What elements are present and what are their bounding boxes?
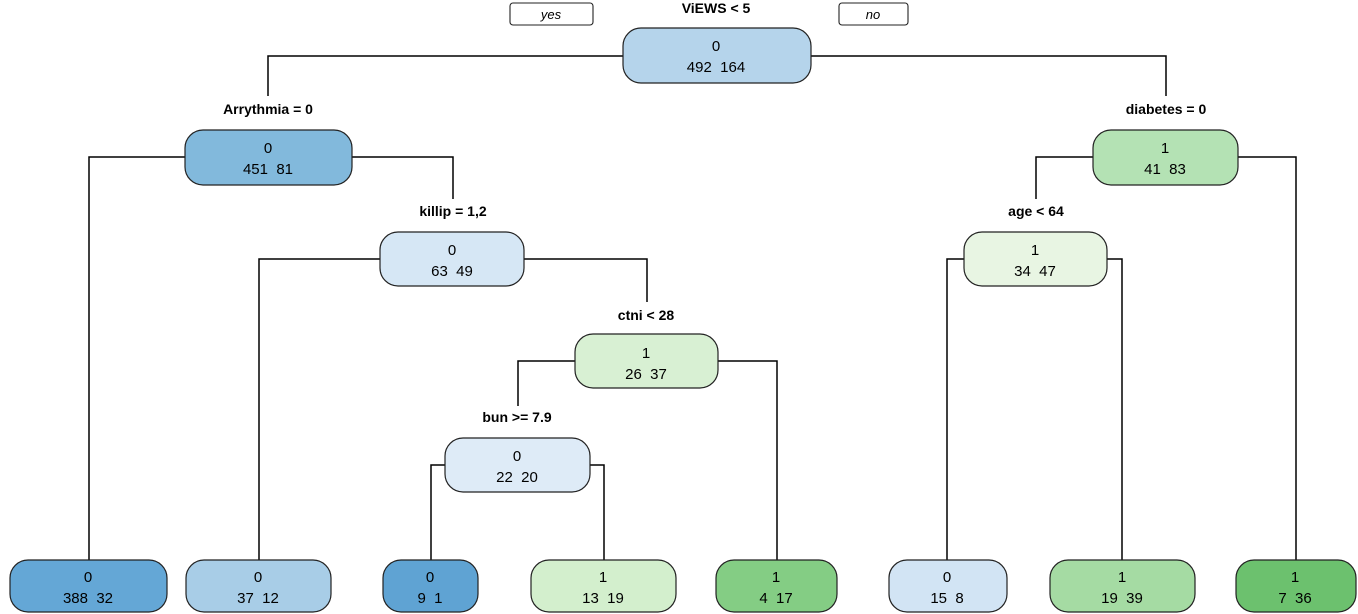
node-ctni-counts: 26 37 — [625, 366, 667, 383]
node-bun-counts: 22 20 — [496, 469, 538, 486]
leaf-node-1-counts: 388 32 — [63, 590, 113, 607]
leaf-node-5: 1 4 17 — [715, 559, 838, 613]
node-ctni-class: 1 — [642, 345, 650, 362]
leaf-node-5-class: 1 — [772, 569, 780, 586]
edge-killip-leaf2 — [258, 258, 380, 560]
tree-edges — [88, 55, 1297, 560]
split-label-ctni: ctni < 28 — [618, 307, 675, 323]
node-age: 1 34 47 — [963, 231, 1108, 287]
leaf-node-1: 0 388 32 — [9, 559, 168, 613]
leaf-node-4-counts: 13 19 — [582, 590, 624, 607]
node-killip: 0 63 49 — [379, 231, 525, 287]
leaf-node-6-counts: 15 8 — [930, 590, 963, 607]
node-arrythmia-class: 0 — [264, 140, 272, 157]
leaf-node-1-class: 0 — [84, 569, 92, 586]
split-label-age: age < 64 — [1008, 203, 1064, 219]
leaf-node-8-class: 1 — [1291, 569, 1299, 586]
leaf-node-4-class: 1 — [599, 569, 607, 586]
node-age-counts: 34 47 — [1014, 263, 1056, 280]
no-label: no — [838, 2, 909, 26]
leaf-node-2-class: 0 — [254, 569, 262, 586]
edge-arrythmia-killip — [352, 156, 454, 199]
node-ctni: 1 26 37 — [574, 333, 719, 389]
node-killip-class: 0 — [448, 242, 456, 259]
split-label-root: ViEWS < 5 — [682, 0, 751, 16]
leaf-node-5-counts: 4 17 — [759, 590, 792, 607]
node-root: 0 492 164 — [622, 27, 812, 84]
node-age-class: 1 — [1031, 242, 1039, 259]
split-labels: ViEWS < 5 Arrythmia = 0 diabetes = 0 kil… — [223, 0, 1206, 425]
node-diabetes-class: 1 — [1161, 140, 1169, 157]
leaf-node-6-class: 0 — [943, 569, 951, 586]
node-diabetes-counts: 41 83 — [1144, 161, 1186, 178]
leaf-node-7-class: 1 — [1118, 569, 1126, 586]
edge-ctni-bun — [517, 360, 575, 406]
leaf-node-6: 0 15 8 — [888, 559, 1008, 613]
leaf-node-3-counts: 9 1 — [417, 590, 442, 607]
leaf-node-2-counts: 37 12 — [237, 590, 279, 607]
node-bun: 0 22 20 — [444, 437, 591, 493]
node-diabetes: 1 41 83 — [1092, 129, 1239, 186]
edge-bun-leaf3 — [430, 464, 445, 560]
leaf-node-7: 1 19 39 — [1049, 559, 1196, 613]
edge-diabetes-age — [1035, 156, 1093, 199]
yes-text: yes — [540, 7, 562, 22]
edge-root-arrythmia — [267, 55, 623, 96]
node-killip-counts: 63 49 — [431, 263, 473, 280]
edge-killip-ctni — [524, 258, 648, 302]
split-label-bun: bun >= 7.9 — [482, 409, 551, 425]
leaf-node-4: 1 13 19 — [530, 559, 677, 613]
edge-bun-leaf4 — [590, 464, 605, 560]
node-arrythmia-counts: 451 81 — [243, 161, 293, 178]
node-bun-class: 0 — [513, 448, 521, 465]
split-label-diabetes: diabetes = 0 — [1126, 101, 1207, 117]
split-label-arrythmia: Arrythmia = 0 — [223, 101, 313, 117]
no-text: no — [866, 7, 880, 22]
leaf-node-7-counts: 19 39 — [1101, 590, 1143, 607]
split-label-killip: killip = 1,2 — [419, 203, 487, 219]
edge-age-leaf7 — [1107, 258, 1123, 560]
edge-root-diabetes — [811, 55, 1167, 96]
leaf-node-8: 1 7 36 — [1235, 559, 1357, 613]
leaf-node-3: 0 9 1 — [382, 559, 479, 613]
leaf-node-8-counts: 7 36 — [1278, 590, 1311, 607]
node-root-counts: 492 164 — [687, 59, 745, 76]
edge-ctni-leaf5 — [718, 360, 778, 560]
leaf-node-3-class: 0 — [426, 569, 434, 586]
node-arrythmia: 0 451 81 — [184, 129, 353, 186]
yes-label: yes — [509, 2, 594, 26]
node-root-class: 0 — [712, 38, 720, 55]
leaf-node-2: 0 37 12 — [185, 559, 332, 613]
edge-arrythmia-leaf1 — [88, 156, 185, 560]
edge-age-leaf6 — [946, 258, 964, 560]
edge-diabetes-leaf8 — [1238, 156, 1297, 560]
